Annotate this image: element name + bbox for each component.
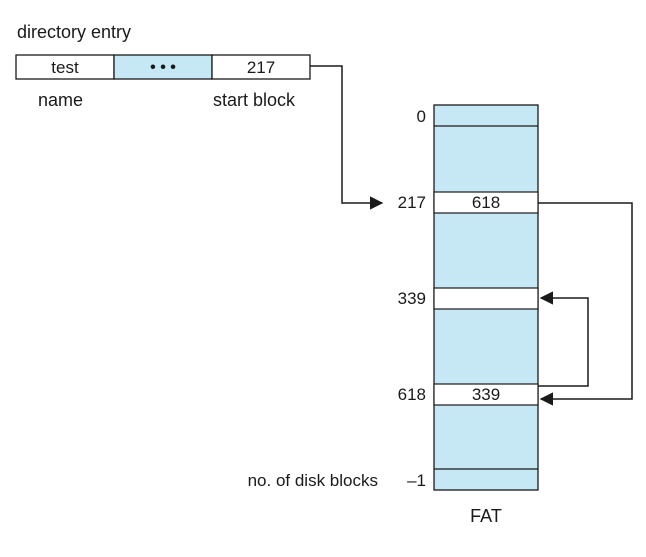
fat-row-339 (433, 287, 539, 310)
name-field (15, 54, 115, 80)
name-label: name (38, 90, 83, 110)
directory-entry-heading: directory entry (17, 22, 131, 42)
fat-row-217-value: 618 (472, 193, 500, 212)
fat-caption: FAT (470, 506, 502, 526)
fat-index-217: 217 (398, 193, 426, 212)
start-block-label: start block (213, 90, 296, 110)
disk-blocks-label: no. of disk blocks (248, 471, 378, 490)
fat-index-0: 0 (417, 107, 426, 126)
start-block-field-value: 217 (247, 58, 275, 77)
start-block-pointer-arrow (310, 65, 384, 210)
directory-entry-record: test • • • 217 (15, 54, 311, 80)
fat-row-618-value: 339 (472, 385, 500, 404)
start-block-field (211, 54, 311, 80)
other-fields (113, 54, 213, 80)
fat-index-618: 618 (398, 385, 426, 404)
name-field-value: test (51, 58, 79, 77)
next-339-arrow (538, 291, 589, 387)
fat-index-last: –1 (407, 471, 426, 490)
next-618-arrow (538, 202, 633, 406)
ellipsis-text: • • • (150, 59, 176, 76)
fat-table: 618 339 (433, 104, 539, 491)
fat-index-339: 339 (398, 289, 426, 308)
fat-row-618 (433, 383, 539, 406)
